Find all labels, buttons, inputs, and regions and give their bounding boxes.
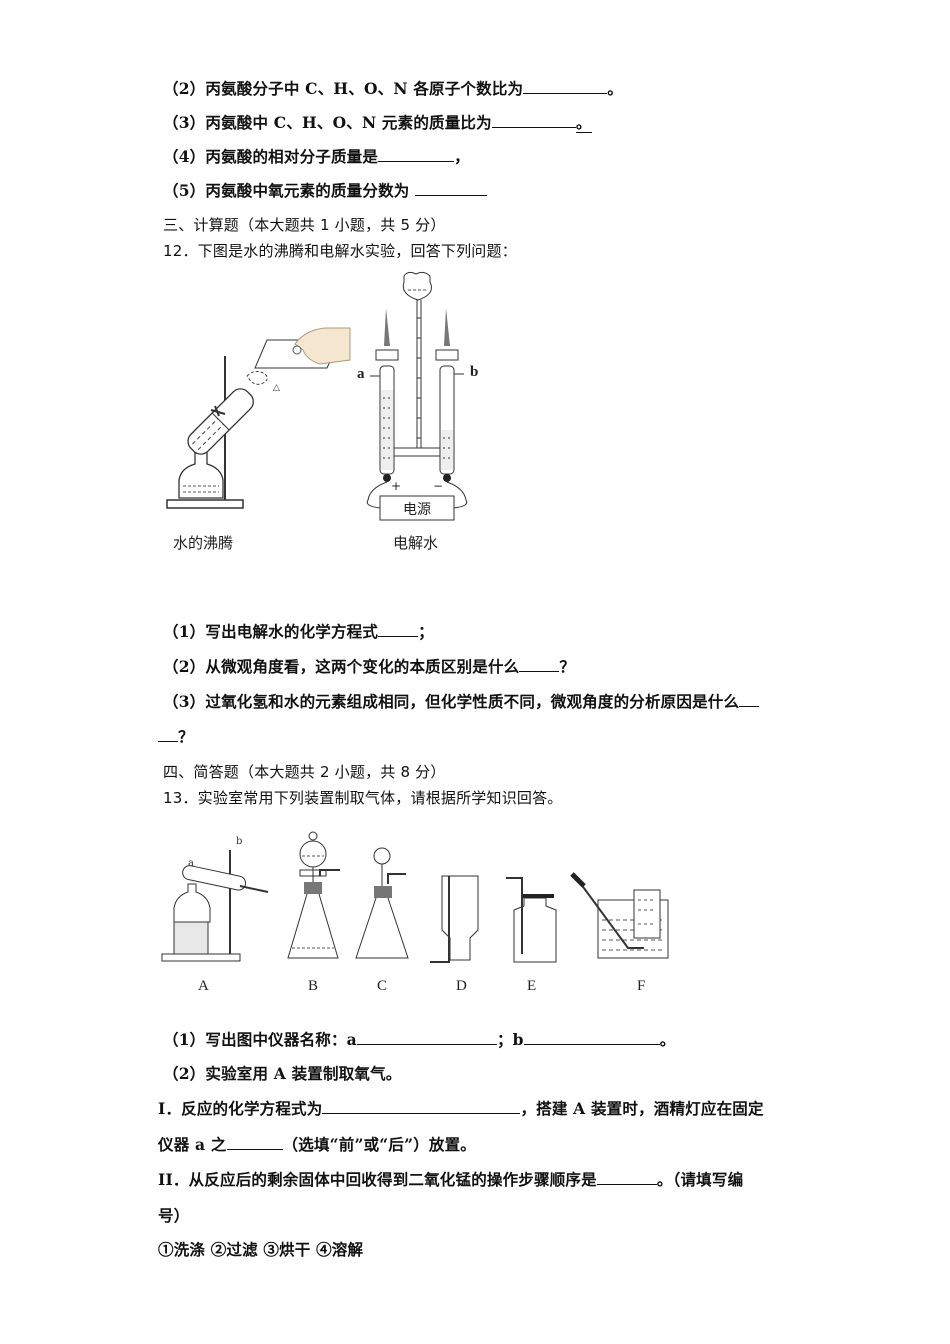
section-3-heading: 三、计算题（本大题共 1 小题，共 5 分） bbox=[163, 216, 446, 234]
answer-blank[interactable] bbox=[415, 181, 488, 196]
answer-blank-a[interactable] bbox=[356, 1030, 497, 1045]
q13-sub1-mid: ；b bbox=[496, 1030, 524, 1049]
apparatus-label-a: A bbox=[198, 978, 209, 994]
question-5-text: （5）丙氨酸中氧元素的质量分数为 bbox=[163, 181, 416, 200]
apparatus-label-e: E bbox=[527, 978, 537, 994]
gas-apparatus-figure: a b bbox=[161, 831, 669, 963]
question-13-stem: 13．实验室常用下列装置制取气体，请根据所学知识回答。 bbox=[163, 789, 563, 807]
q12-sub2-text: （2）从微观角度看，这两个变化的本质区别是什么 bbox=[163, 657, 520, 676]
answer-blank[interactable] bbox=[519, 657, 560, 672]
q13-part-i-line2-text: 仪器 a 之 bbox=[158, 1135, 227, 1154]
answer-blank-continued[interactable] bbox=[158, 727, 178, 742]
power-supply-label: 电源 bbox=[403, 502, 431, 518]
q13-sub1-text: （1）写出图中仪器名称：a bbox=[163, 1030, 357, 1049]
q13-part-i-text: I．反应的化学方程式为 bbox=[158, 1099, 323, 1118]
q12-sub2: （2）从微观角度看，这两个变化的本质区别是什么 ？ bbox=[163, 655, 575, 677]
answer-blank-steps[interactable] bbox=[596, 1170, 657, 1185]
section-4-heading: 四、简答题（本大题共 2 小题，共 8 分） bbox=[163, 763, 446, 781]
question-4-line: （4）丙氨酸的相对分子质量是 ， bbox=[163, 145, 470, 167]
punct: ？ bbox=[178, 727, 194, 746]
svg-text:△: △ bbox=[273, 383, 280, 393]
question-4-text: （4）丙氨酸的相对分子质量是 bbox=[163, 147, 379, 166]
punct: ； bbox=[418, 622, 434, 641]
answer-blank[interactable] bbox=[378, 622, 419, 637]
electrode-label-b: b bbox=[470, 364, 479, 380]
q13-part-ii: II．从反应后的剩余固体中回收得到二氧化锰的操作步骤顺序是 。（请填写编 bbox=[158, 1168, 743, 1190]
q13-part-i-line2-suffix: （选填“前”或“后”）放置。 bbox=[282, 1135, 477, 1154]
q13-sub1: （1）写出图中仪器名称：a ；b 。 bbox=[163, 1028, 675, 1050]
punct: ， bbox=[454, 147, 470, 166]
q13-part-i-mid: ，搭建 A 装置时，酒精灯应在固定 bbox=[520, 1099, 764, 1118]
q13-part-ii-suffix: 。（请填写编 bbox=[656, 1170, 744, 1189]
q13-part-i: I．反应的化学方程式为 ，搭建 A 装置时，酒精灯应在固定 bbox=[158, 1097, 764, 1119]
answer-blank-b[interactable] bbox=[523, 1030, 660, 1045]
boiling-water-caption: 水的沸腾 bbox=[173, 534, 234, 552]
svg-text:−: − bbox=[433, 479, 443, 493]
question-3-text: （3）丙氨酸中 C、H、O、N 元素的质量比为 bbox=[163, 113, 492, 132]
answer-blank-position[interactable] bbox=[226, 1135, 283, 1150]
apparatus-label-b: B bbox=[308, 978, 319, 994]
electrolysis-caption: 电解水 bbox=[393, 534, 439, 552]
question-2-text: （2）丙氨酸分子中 C、H、O、N 各原子个数比为 bbox=[163, 79, 524, 98]
apparatus-label-d: D bbox=[456, 978, 467, 994]
q13-options: ①洗涤 ②过滤 ③烘干 ④溶解 bbox=[158, 1240, 364, 1259]
q12-sub1-text: （1）写出电解水的化学方程式 bbox=[163, 622, 379, 641]
svg-text:b: b bbox=[236, 836, 242, 847]
q13-sub2: （2）实验室用 A 装置制取氧气。 bbox=[163, 1064, 402, 1083]
question-3-line: （3）丙氨酸中 C、H、O、N 元素的质量比为 。 bbox=[163, 111, 592, 133]
electrode-label-a: a bbox=[357, 366, 365, 382]
electrolysis-figure: 电源 + − bbox=[366, 271, 468, 521]
answer-blank[interactable] bbox=[378, 147, 455, 162]
svg-text:+: + bbox=[391, 479, 401, 493]
punct: 。 bbox=[659, 1030, 676, 1049]
svg-text:a: a bbox=[188, 858, 194, 869]
question-2-line: （2）丙氨酸分子中 C、H、O、N 各原子个数比为 。 bbox=[163, 77, 623, 99]
answer-blank-equation[interactable] bbox=[322, 1099, 521, 1114]
punct: 。 bbox=[607, 79, 623, 98]
q12-sub3-continued: ？ bbox=[158, 725, 194, 747]
question-5-line: （5）丙氨酸中氧元素的质量分数为 bbox=[163, 179, 488, 201]
q13-part-ii-line2: 号） bbox=[158, 1206, 190, 1225]
apparatus-label-f: F bbox=[637, 978, 646, 994]
q12-sub1: （1）写出电解水的化学方程式 ； bbox=[163, 620, 434, 642]
punct: 。 bbox=[575, 113, 592, 133]
q12-sub3-text: （3）过氧化氢和水的元素组成相同，但化学性质不同，微观角度的分析原因是什么 bbox=[163, 692, 740, 711]
q12-sub3: （3）过氧化氢和水的元素组成相同，但化学性质不同，微观角度的分析原因是什么 bbox=[163, 690, 760, 712]
answer-blank[interactable] bbox=[739, 692, 760, 707]
answer-blank[interactable] bbox=[523, 79, 608, 94]
boiling-water-figure: △ bbox=[166, 327, 351, 509]
answer-blank[interactable] bbox=[491, 113, 576, 128]
question-12-stem: 12．下图是水的沸腾和电解水实验，回答下列问题： bbox=[163, 242, 517, 260]
q13-part-i-line2: 仪器 a 之 （选填“前”或“后”）放置。 bbox=[158, 1133, 476, 1155]
punct: ？ bbox=[559, 657, 576, 676]
apparatus-label-c: C bbox=[377, 978, 388, 994]
q13-part-ii-text: II．从反应后的剩余固体中回收得到二氧化锰的操作步骤顺序是 bbox=[158, 1170, 597, 1189]
